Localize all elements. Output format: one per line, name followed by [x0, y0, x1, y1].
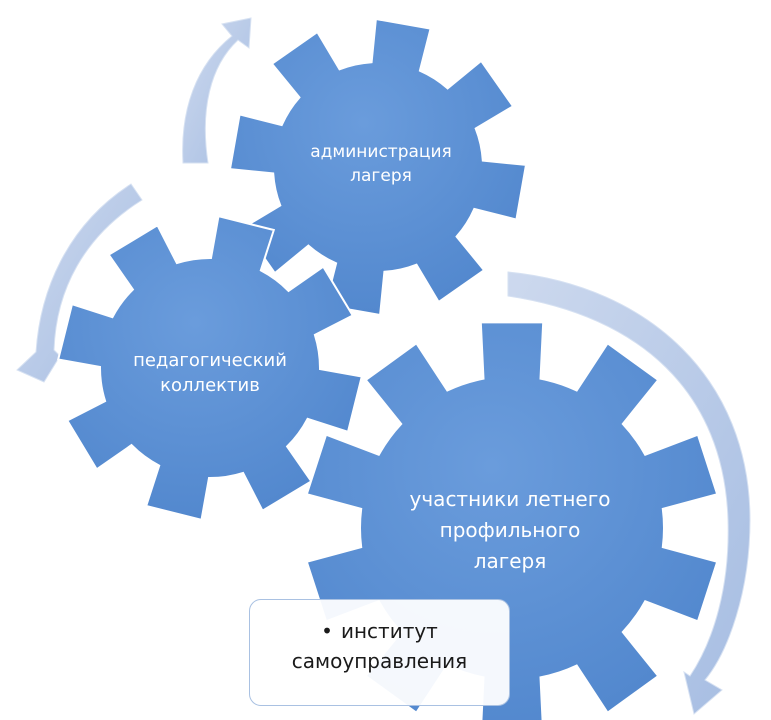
callout-text: • институт самоуправления [250, 616, 509, 676]
gear-label-line: коллектив [160, 375, 260, 396]
gear-label-line: лагеря [350, 166, 412, 186]
gear-icon [228, 17, 528, 317]
gear-label-line: администрация [310, 142, 452, 162]
gear-label-participants: участники летнего профильного лагеря [370, 484, 650, 577]
arrow-participants-cycle [507, 271, 751, 715]
gear-icon [56, 214, 364, 522]
bullet: • [321, 619, 333, 643]
callout-line-text: институт [340, 619, 438, 643]
gear-label-line: профильного [439, 518, 581, 542]
callout-line: • институт [250, 616, 509, 646]
gear-label-line: педагогический [133, 350, 287, 371]
callout-box: • институт самоуправления [249, 599, 510, 706]
arrow-admin-cycle [182, 17, 252, 164]
gear-label-line: участники летнего [409, 487, 611, 511]
arrow-pedagogical-cycle [16, 183, 143, 383]
arrows-group [16, 17, 751, 715]
gear-label-administration: администрация лагеря [276, 140, 486, 188]
gears-group [56, 17, 719, 720]
gear-label-pedagogical: педагогический коллектив [95, 348, 325, 398]
gear-label-line: лагеря [473, 549, 547, 573]
callout-line: самоуправления [291, 649, 468, 673]
